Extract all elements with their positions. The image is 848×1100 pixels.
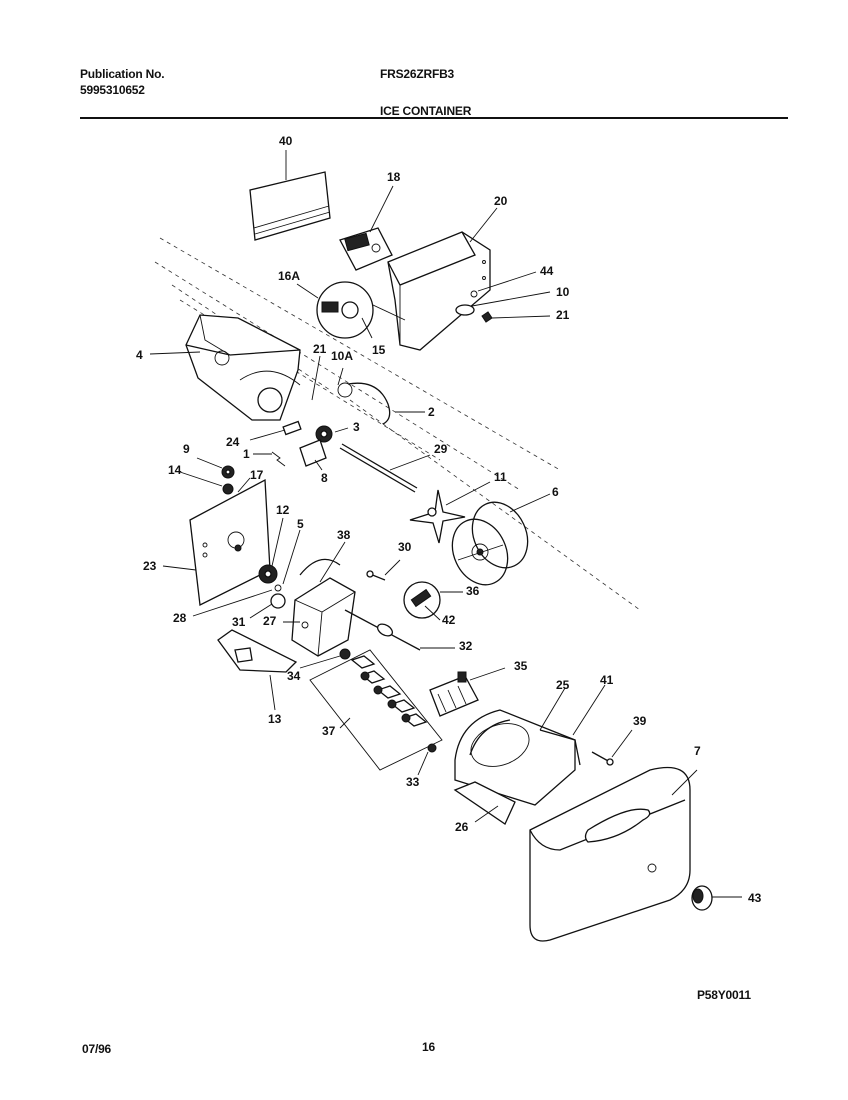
- callout-12: 12: [276, 503, 290, 517]
- callout-1: 1: [243, 447, 250, 461]
- callout-34: 34: [287, 669, 301, 683]
- callout-9: 9: [183, 442, 190, 456]
- callout-39: 39: [633, 714, 647, 728]
- callout-43: 43: [748, 891, 762, 905]
- part-crusher-blade: [409, 481, 491, 544]
- callout-7: 7: [694, 744, 701, 758]
- callout-44: 44: [540, 264, 554, 278]
- part-ice-container: [529, 766, 698, 942]
- callout-5: 5: [297, 517, 304, 531]
- part-washers: [179, 457, 251, 495]
- part-housing: [387, 207, 498, 351]
- callout-28: 28: [173, 611, 187, 625]
- callout-25: 25: [556, 678, 570, 692]
- callout-4: 4: [136, 348, 143, 362]
- part-back-plate: [162, 478, 271, 606]
- model-number: FRS26ZRFB3: [380, 67, 455, 81]
- part-gear-group: [192, 517, 301, 619]
- callout-35: 35: [514, 659, 528, 673]
- callout-37: 37: [322, 724, 336, 738]
- callout-16a: 16A: [278, 269, 300, 283]
- part-motor-bracket: [283, 541, 356, 657]
- publication-label: Publication No.: [80, 67, 165, 81]
- part-filter-plate: [249, 150, 331, 241]
- callout-38: 38: [337, 528, 351, 542]
- part-blade-set: [217, 629, 443, 776]
- part-drum-wheel: [451, 493, 551, 586]
- section-title: ICE CONTAINER: [380, 104, 472, 118]
- diagram-code: P58Y0011: [697, 988, 751, 1002]
- part-relay: [339, 185, 394, 271]
- callout-8: 8: [321, 471, 328, 485]
- part-actuator-group: [249, 420, 349, 471]
- callout-10a: 10A: [331, 349, 353, 363]
- header-rule: [80, 117, 788, 119]
- callout-10: 10: [556, 285, 570, 299]
- part-auger-rod: [339, 443, 431, 493]
- part-knob: [691, 885, 742, 911]
- callout-3: 3: [353, 420, 360, 434]
- callout-27: 27: [263, 614, 277, 628]
- part-shaft-32: [344, 609, 455, 651]
- callout-26: 26: [455, 820, 469, 834]
- callout-23: 23: [143, 559, 157, 573]
- callout-11: 11: [494, 470, 507, 484]
- callout-13: 13: [268, 712, 282, 726]
- callout-40: 40: [279, 134, 293, 148]
- callout-33: 33: [406, 775, 420, 789]
- callout-18: 18: [387, 170, 401, 184]
- part-small-fasteners: [455, 271, 551, 323]
- callout-20: 20: [494, 194, 508, 208]
- part-crusher-housing: [453, 684, 606, 825]
- part-wire-clip: [311, 355, 425, 425]
- callout-41: 41: [600, 673, 614, 687]
- callout-21: 21: [556, 308, 570, 322]
- callout-31: 31: [232, 615, 246, 629]
- publication-number: 5995310652: [80, 83, 145, 97]
- callout-14: 14: [168, 463, 182, 477]
- page-number: 16: [422, 1040, 435, 1054]
- callout-21: 21: [313, 342, 327, 356]
- callout-32: 32: [459, 639, 473, 653]
- callout-2: 2: [428, 405, 435, 419]
- callout-6: 6: [552, 485, 559, 499]
- part-gear-detail: [403, 581, 463, 621]
- callout-15: 15: [372, 343, 386, 357]
- part-screw-30: [366, 559, 401, 581]
- callout-30: 30: [398, 540, 412, 554]
- footer-date: 07/96: [82, 1042, 112, 1056]
- callout-36: 36: [466, 584, 480, 598]
- part-lamp: [296, 281, 406, 339]
- callout-42: 42: [442, 613, 456, 627]
- callout-29: 29: [434, 442, 448, 456]
- callout-24: 24: [226, 435, 240, 449]
- part-blade-35: [429, 667, 506, 717]
- part-ice-bucket-frame: [149, 314, 301, 421]
- part-screw-39: [591, 729, 633, 766]
- callout-17: 17: [250, 468, 264, 482]
